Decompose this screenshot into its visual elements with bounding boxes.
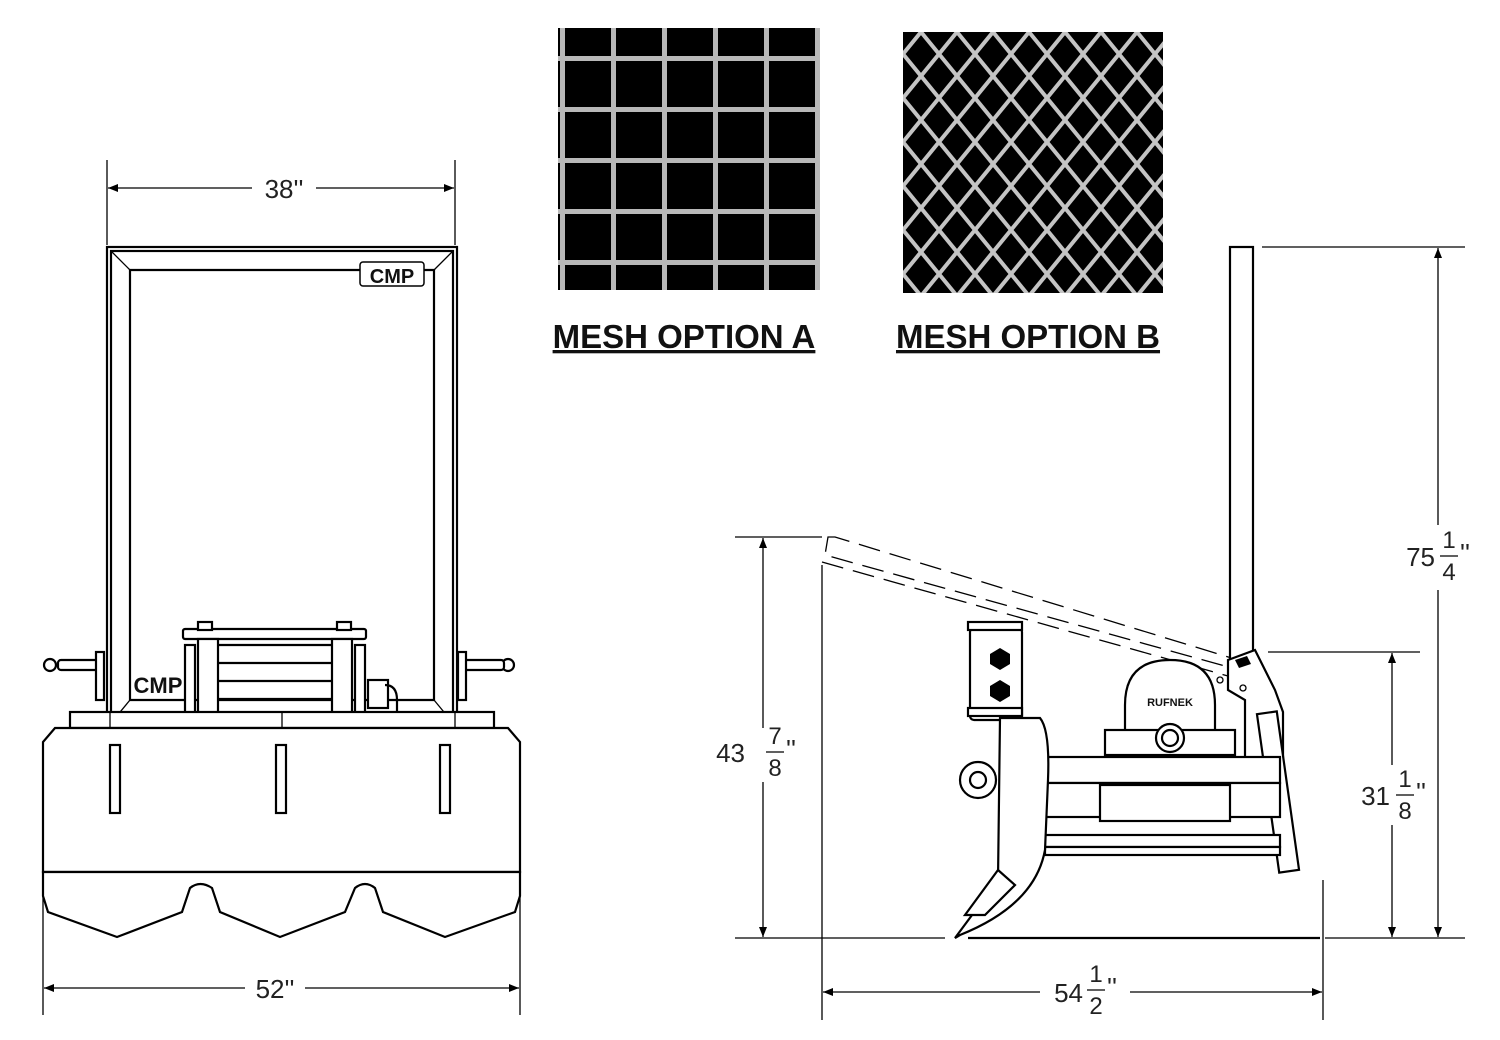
gearbox: RUFNEK — [1103, 658, 1237, 757]
frame-height-den: 8 — [1398, 798, 1411, 825]
top-width-label: 38'' — [265, 174, 304, 204]
length-whole: 54 — [1054, 978, 1083, 1008]
bottom-width-label: 52'' — [256, 974, 295, 1004]
mesh-option-b-label: MESH OPTION B — [896, 318, 1160, 355]
main-frame — [1043, 755, 1282, 857]
side-pins — [42, 650, 516, 702]
raised-height-whole: 43 — [716, 738, 745, 768]
total-height-den: 4 — [1442, 559, 1455, 586]
logo-bottom: CMP — [134, 673, 183, 698]
frame-height-whole: 31 — [1361, 781, 1390, 811]
mesh-option-a: MESH OPTION A — [553, 28, 820, 355]
mesh-option-b: MESH OPTION B — [896, 32, 1163, 355]
base-rail — [68, 710, 496, 730]
ripper-shank — [954, 620, 1050, 939]
brand-text: RUFNEK — [1147, 697, 1193, 709]
mesh-option-a-label: MESH OPTION A — [553, 318, 816, 355]
raised-height-unit: '' — [786, 734, 796, 764]
frame-height-num: 1 — [1398, 766, 1411, 793]
raised-height-den: 8 — [768, 755, 781, 782]
mower-deck — [41, 726, 522, 939]
raised-arm-phantom — [821, 536, 1240, 677]
dimension-bottom-width: 52'' — [42, 875, 521, 1015]
length-unit: '' — [1107, 972, 1117, 1002]
total-height-num: 1 — [1442, 527, 1455, 554]
dimension-raised-height: 43 7 8 '' — [716, 536, 945, 939]
side-view: RUFNEK — [716, 245, 1470, 1020]
total-height-whole: 75 — [1406, 542, 1435, 572]
dimension-frame-height: 31 1 8 '' — [1268, 651, 1465, 939]
dimension-length: 54 1 2 '' — [821, 565, 1324, 1020]
length-num: 1 — [1089, 961, 1102, 988]
dimension-total-height: 75 1 4 '' — [1262, 246, 1470, 937]
logo-top: CMP — [370, 266, 414, 288]
mesh-b-image — [903, 32, 1163, 293]
guard-frame: CMP CMP — [105, 245, 459, 729]
total-height-unit: '' — [1460, 538, 1470, 568]
front-view: 38'' CMP CMP — [41, 160, 522, 1015]
raised-height-num: 7 — [768, 723, 781, 750]
length-den: 2 — [1089, 993, 1102, 1020]
guard-post — [1228, 245, 1255, 664]
dimension-top-width: 38'' — [106, 160, 456, 245]
frame-height-unit: '' — [1416, 777, 1426, 807]
winch-assembly — [181, 620, 399, 721]
mesh-a-image — [558, 28, 820, 290]
